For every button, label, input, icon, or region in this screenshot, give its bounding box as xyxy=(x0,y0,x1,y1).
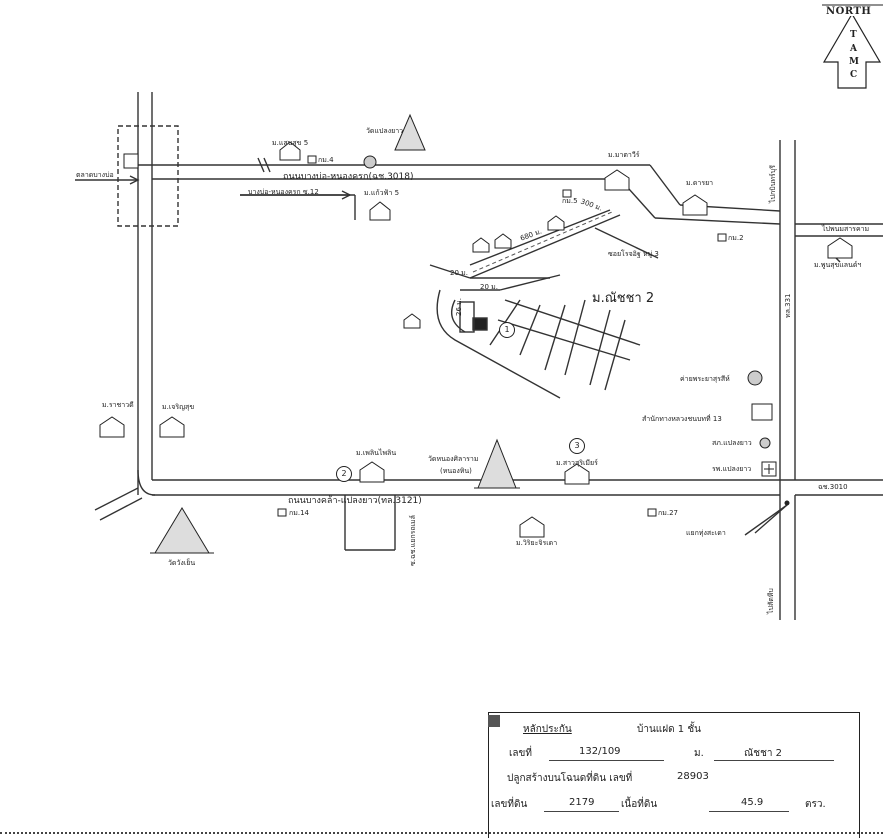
compass-letter: T xyxy=(850,30,857,40)
place-mviriyakon: ม.วิริยะจิรเดา xyxy=(516,539,558,547)
info-area-value: 45.9 xyxy=(741,797,764,808)
info-land-value: 2179 xyxy=(569,797,595,808)
distance-20a: 20 ม. xyxy=(450,269,468,277)
village-name: ม.ณัชชา 2 xyxy=(592,291,655,306)
distance-20b: 20 ม. xyxy=(480,283,498,291)
place-mnara: ม.ดารยา xyxy=(686,179,714,187)
place-mrachawadee: ม.ราชาวดี xyxy=(102,401,134,409)
place-km27: กม.27 xyxy=(658,509,678,517)
place-watplaeng: วัดแปลงยาว xyxy=(366,127,404,135)
place-mbaan: ม.พูนสุขแลนด์ฯ xyxy=(814,261,862,269)
place-mcharoensuk: ม.เจริญสุข xyxy=(162,403,195,411)
place-office: สำนักทางหลวงชนบทที่ 13 xyxy=(642,415,722,423)
place-mkaew: ม.แก้วฟ้า 5 xyxy=(364,189,400,197)
compass-north-label: NORTH xyxy=(826,6,872,17)
road-label-soi12: บางบ่อ-หนองครก ซ.12 xyxy=(248,188,319,196)
road-label-top: ถนนบางบ่อ-หนองครก(ฉช.3018) xyxy=(283,172,414,182)
market-label: ตลาดบางบ่อ xyxy=(76,171,114,179)
to-phanom-label: ไปพนมสารคาม xyxy=(822,225,870,233)
place-msrisuriya: ม.สาวสุริเมียร์ xyxy=(556,459,598,467)
place-km14: กม.14 xyxy=(289,509,309,517)
info-deed-value: 28903 xyxy=(677,771,709,782)
info-building: บ้านแฝด 1 ชั้น xyxy=(637,724,701,735)
road-label-3010: ฉช.3010 xyxy=(818,483,848,491)
north-compass-icon xyxy=(822,4,883,89)
bottom-dotted-divider xyxy=(0,832,883,834)
info-title: หลักประกัน xyxy=(523,724,572,735)
info-land-label: เลขที่ดิน xyxy=(491,799,528,810)
compass-letter: M xyxy=(849,57,859,67)
soi-bottom-label: ซ.ฉช.แยกรถเมล์ xyxy=(409,515,417,566)
info-no-value: 132/109 xyxy=(579,746,621,757)
road-label-bottom: ถนนบางคล้า-แปลงยาว(ทล.3121) xyxy=(288,496,422,506)
info-area-unit: ตรว. xyxy=(805,799,826,810)
stamp-icon xyxy=(488,715,500,727)
place-mnatawee: ม.มาตาวีร์ xyxy=(608,151,640,159)
temple-icon xyxy=(150,113,520,554)
collateral-info-box: หลักประกัน บ้านแฝด 1 ชั้น เลขที่ 132/109… xyxy=(488,712,860,838)
marker-3: 3 xyxy=(569,438,585,454)
place-km2: กม.2 xyxy=(728,234,744,242)
marker-1: 1 xyxy=(499,322,515,338)
place-mansuk: ม.แสนสุข 5 xyxy=(272,139,309,147)
place-watwangyen: วัดวังเย็น xyxy=(168,559,196,567)
to-sattahip-label: ไปสัตหีบ xyxy=(767,588,775,614)
place-watnong: วัดหนองศิลาราม xyxy=(428,455,479,463)
place-km5: กม.5 xyxy=(562,197,578,205)
to-kabin-label: ไปกบินทร์บุรี xyxy=(769,164,777,203)
place-camp: ค่ายพระยาสุรสีห์ xyxy=(680,375,730,383)
house-icon xyxy=(99,141,853,538)
info-m-label: ม. xyxy=(694,748,704,759)
soi-label: ซอยโรจอิฐ หมู่ 3 xyxy=(608,250,659,258)
place-hospital: รพ.แปลงยาว xyxy=(712,465,752,473)
info-deed-label: ปลูกสร้างบนโฉนดที่ดิน เลขที่ xyxy=(507,773,633,784)
place-mphin: ม.เพลินไพลิน xyxy=(356,449,397,457)
road-label-331: ทล.331 xyxy=(784,293,792,319)
place-km4: กม.4 xyxy=(318,156,334,164)
compass-letter: A xyxy=(850,44,857,54)
info-m-value: ณัชชา 2 xyxy=(744,748,783,759)
info-area-label: เนื้อที่ดิน xyxy=(621,799,658,810)
info-no-label: เลขที่ xyxy=(509,748,532,759)
place-police: สภ.แปลงยาว xyxy=(712,439,752,447)
place-junction: แยกทุ่งสะเดา xyxy=(686,529,726,537)
compass-letter: C xyxy=(850,70,858,80)
place-watnong2: (หนองหิน) xyxy=(440,467,472,475)
distance-26: 26 ม. xyxy=(455,298,463,316)
marker-2: 2 xyxy=(336,466,352,482)
